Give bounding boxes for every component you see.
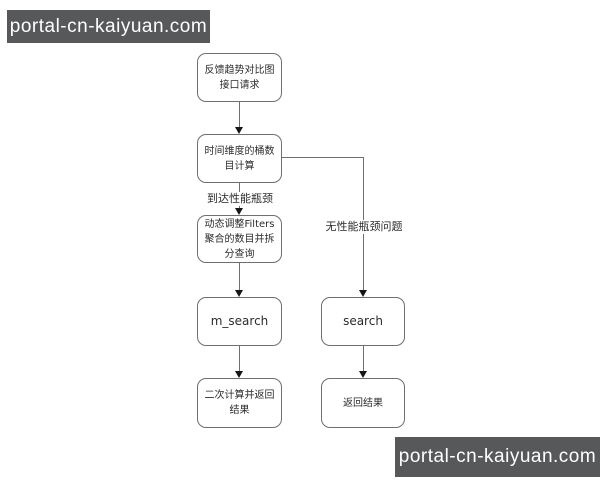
arrowhead-down-icon [235,290,243,297]
connector-adjust-to-msearch [239,263,240,291]
connector-bucket-to-search-horizontal [282,157,364,158]
arrowhead-down-icon [235,208,243,215]
arrowhead-down-icon [359,371,367,378]
connector-request-to-bucket [239,102,240,129]
flow-node-return-result: 返回结果 [321,378,405,428]
edge-label-no-bottleneck: 无性能瓶颈问题 [322,220,406,234]
watermark-top-left: portal-cn-kaiyuan.com [7,10,210,43]
arrowhead-down-icon [359,290,367,297]
edge-label-reached-bottleneck: 到达性能瓶颈 [204,192,276,206]
arrowhead-down-icon [235,371,243,378]
flow-node-bucket-count: 时间维度的桶数目计算 [197,134,282,183]
flow-node-feedback-request: 反馈趋势对比图接口请求 [197,53,282,102]
flow-node-search: search [321,297,405,346]
connector-search-to-return [363,346,364,372]
connector-msearch-to-secondary [239,346,240,372]
flow-node-m-search: m_search [197,297,282,346]
arrowhead-down-icon [235,127,243,134]
watermark-bottom-right: portal-cn-kaiyuan.com [395,437,600,477]
flow-node-secondary-compute: 二次计算并返回结果 [197,378,282,428]
flow-node-adjust-filters: 动态调整Filters聚合的数目并拆分查询 [197,215,282,263]
